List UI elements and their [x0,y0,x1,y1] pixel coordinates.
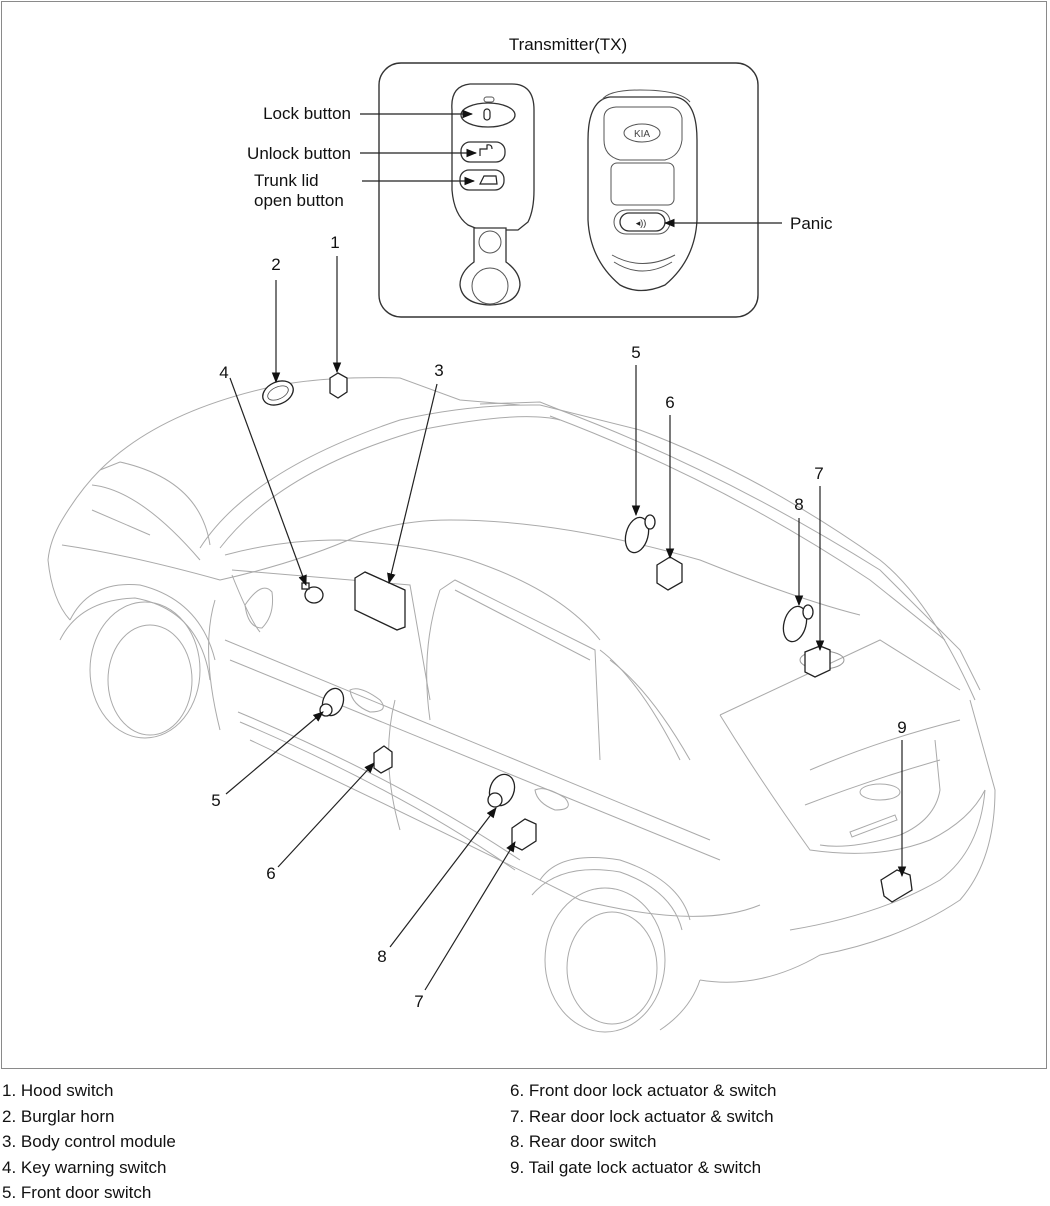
component-location-diagram: Transmitter(TX) KIA ◂)) Lock button Unlo… [47,35,996,1033]
trunk-icon [479,175,498,185]
fob-back: KIA ◂)) [587,89,698,292]
legend-item-5: 5. Front door switch [2,1183,152,1203]
front-door-lock-actuator-right[interactable] [656,556,683,591]
diagram-frame [1,1,1047,1069]
callout-3: 3 [434,361,443,380]
label-panic: Panic [790,214,833,233]
fob-front [451,83,535,306]
legend-column-right: 6. Front door lock actuator & switch 7. … [510,1078,776,1180]
unlock-icon [479,144,493,156]
hood-switch[interactable] [329,372,348,399]
callout-9: 9 [897,718,906,737]
callout-8-right: 8 [794,495,803,514]
callout-4: 4 [219,363,228,382]
kia-logo [623,123,661,143]
callouts: 1 2 3 4 5 6 7 8 9 5 6 8 7 [211,233,906,1011]
vehicle-outline [47,377,996,1033]
callout-7-right: 7 [814,464,823,483]
callout-6-left: 6 [266,864,275,883]
burglar-horn[interactable] [259,376,297,409]
panic-icon: ◂)) [636,218,647,228]
label-trunk-line2: open button [254,191,344,210]
fob-window [610,162,675,206]
kia-logo-text: KIA [634,129,650,140]
rear-door-switch-right[interactable] [780,604,811,644]
transmitter-title: Transmitter(TX) [509,35,627,54]
label-lock-button: Lock button [263,104,351,123]
legend-item-7: 7. Rear door lock actuator & switch [510,1106,774,1126]
callout-5-right: 5 [631,343,640,362]
legend-item-3: 3. Body control module [2,1132,176,1152]
front-door-lock-actuator-left[interactable] [373,745,393,774]
unlock-button[interactable] [460,141,506,163]
transmitter-panel [378,62,759,318]
legend-item-9: 9. Tail gate lock actuator & switch [510,1157,762,1177]
rear-door-lock-actuator-right[interactable] [804,645,831,678]
legend-column-left: 1. Hood switch 2. Burglar horn 3. Body c… [2,1078,176,1206]
callout-1: 1 [330,233,339,252]
callout-2: 2 [271,255,280,274]
label-trunk-line1: Trunk lid [254,171,319,190]
label-unlock-button: Unlock button [247,144,351,163]
legend-item-8: 8. Rear door switch [510,1132,657,1152]
legend-item-1: 1. Hood switch [2,1081,114,1100]
callout-7-left: 7 [414,992,423,1011]
legend-item-6: 6. Front door lock actuator & switch [510,1081,777,1100]
callout-8-left: 8 [377,947,386,966]
body-control-module[interactable] [354,571,406,631]
front-door-switch-right[interactable] [622,515,653,555]
rear-door-lock-actuator-left[interactable] [511,818,537,851]
legend-item-2: 2. Burglar horn [2,1106,115,1126]
key-warning-switch[interactable] [304,586,324,604]
callout-5-left: 5 [211,791,220,810]
legend-item-4: 4. Key warning switch [2,1157,167,1177]
lock-icon [483,108,491,121]
callout-6-right: 6 [665,393,674,412]
tail-gate-lock-actuator[interactable] [880,869,913,903]
lock-button[interactable] [460,102,516,128]
